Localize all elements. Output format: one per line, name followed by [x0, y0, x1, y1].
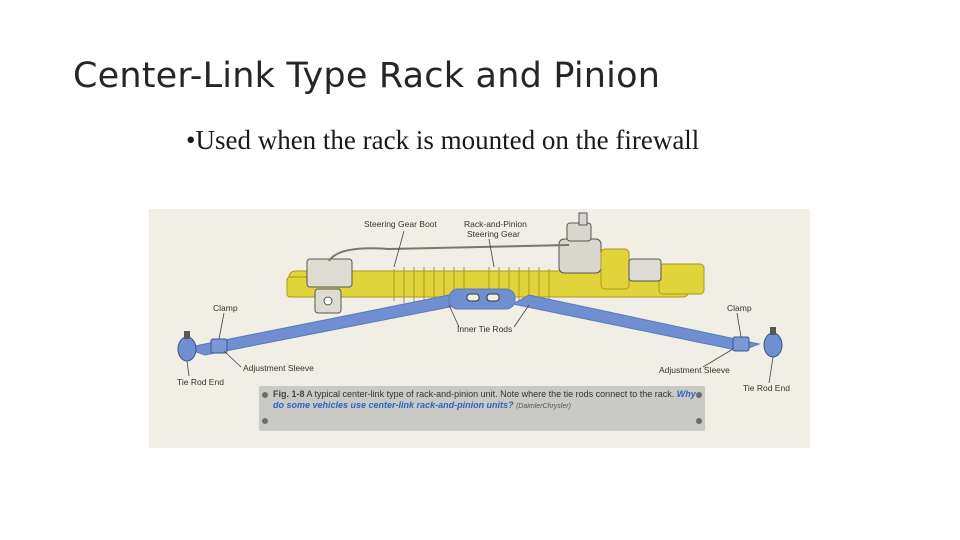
label-steering-gear-boot: Steering Gear Boot [364, 219, 437, 229]
caption-credit: (DaimlerChrysler) [516, 403, 571, 410]
label-rack-and-pinion-2: Steering Gear [467, 229, 520, 239]
label-adjustment-sleeve-left: Adjustment Sleeve [243, 363, 314, 373]
rack-right-end [658, 263, 705, 295]
tie-rods [183, 288, 761, 356]
hydraulic-line [328, 244, 570, 262]
caption-fig-label: Fig. 1-8 [273, 389, 305, 399]
label-inner-tie-rods: Inner Tie Rods [457, 324, 512, 334]
caption-bolt [696, 418, 702, 424]
tie-rod-end-left [177, 331, 228, 362]
label-adjustment-sleeve-right: Adjustment Sleeve [659, 365, 730, 375]
label-clamp-left: Clamp [213, 303, 238, 313]
caption-bolt [262, 418, 268, 424]
figure-caption: Fig. 1-8 A typical center-link type of r… [259, 386, 705, 431]
caption-text: A typical center-link type of rack-and-p… [306, 389, 675, 399]
bullet-text: •Used when the rack is mounted on the fi… [186, 125, 700, 155]
left-mount-bracket [306, 258, 353, 288]
caption-bolt [696, 392, 702, 398]
pinion-valve-body [558, 212, 662, 290]
slide-title: Center-Link Type Rack and Pinion [73, 56, 661, 96]
steering-diagram: Steering Gear Boot Rack-and-Pinion Steer… [149, 209, 810, 448]
diagram-illustration: Steering Gear Boot Rack-and-Pinion Steer… [177, 212, 790, 393]
tie-rod-end-right [732, 327, 783, 358]
caption-question: Why do some vehicles use center-link rac… [273, 389, 696, 410]
label-clamp-right: Clamp [727, 303, 752, 313]
label-rack-and-pinion-1: Rack-and-Pinion [464, 219, 527, 229]
label-tie-rod-end-left: Tie Rod End [177, 377, 224, 387]
leader-lines [186, 230, 774, 384]
caption-bolt [262, 392, 268, 398]
label-tie-rod-end-right: Tie Rod End [743, 383, 790, 393]
